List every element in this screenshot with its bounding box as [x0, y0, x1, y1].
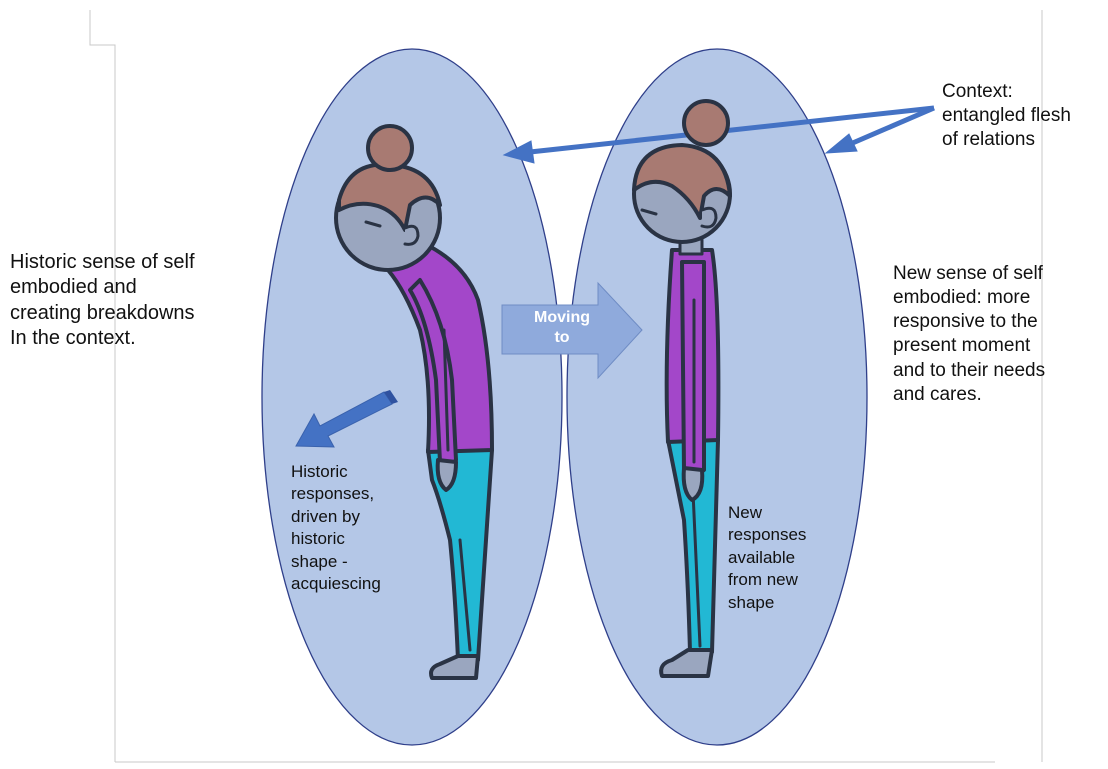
new-responses-label: New responses available from new shape	[728, 502, 848, 614]
left-margin-line	[90, 10, 115, 762]
context-label: Context: entangled flesh of relations	[942, 80, 1108, 152]
moving-label: Moving to	[508, 308, 616, 348]
historic-responses-label: Historic responses, driven by historic s…	[291, 461, 431, 596]
historic-self-label: Historic sense of self embodied and crea…	[10, 250, 270, 352]
new-self-label: New sense of self embodied: more respons…	[893, 262, 1108, 407]
